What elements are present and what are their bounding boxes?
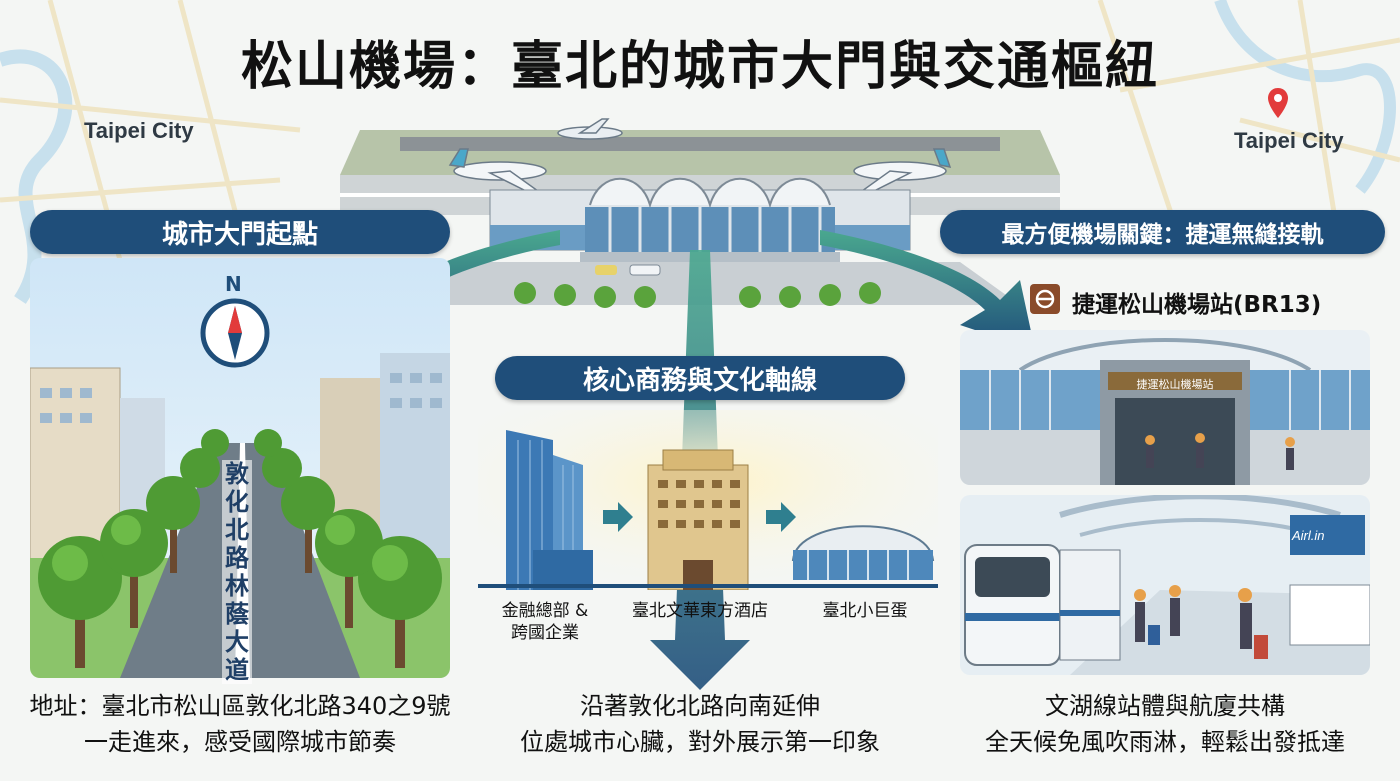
right-caption-line-1: 文湖線站體與航廈共構: [1045, 692, 1285, 720]
station-sign: 捷運松山機場站: [1136, 378, 1214, 391]
right-section-heading: 最方便機場關鍵：捷運無縫接軌: [940, 210, 1385, 254]
center-caption: 沿著敦化北路向南延伸 位處城市心臟，對外展示第一印象: [480, 688, 920, 760]
map-label-left: Taipei City: [84, 118, 194, 143]
station-name: 捷運松山機場站(BR13): [1072, 292, 1322, 318]
metro-logo-icon: [1030, 284, 1060, 314]
landmark-label-finance: 金融總部 & 跨國企業: [501, 601, 589, 643]
landmark-label-arena: 臺北小巨蛋: [822, 601, 908, 621]
left-section-heading: 城市大門起點: [30, 210, 450, 254]
arrow-right: [820, 230, 1035, 350]
airline-sign: Airl.in: [1292, 528, 1325, 543]
compass-north-label: N: [225, 272, 242, 296]
airplane-icon-2: [448, 148, 547, 194]
page-title: 松山機場：臺北的城市大門與交通樞紐: [240, 37, 1159, 97]
map-label-right: Taipei City: [1234, 128, 1344, 153]
metro-platform-illustration: [960, 495, 1370, 675]
center-section-heading: 核心商務與文化軸線: [495, 356, 905, 400]
right-caption: 文湖線站體與航廈共構 全天候免風吹雨淋，輕鬆出發抵達: [945, 688, 1385, 760]
right-caption-line-2: 全天候免風吹雨淋，輕鬆出發抵達: [985, 728, 1345, 756]
airplane-icon-3: [853, 148, 952, 194]
left-caption-line-2: 一走進來，感受國際城市節奏: [84, 728, 396, 756]
airplane-icon-1: [557, 118, 623, 140]
center-caption-line-1: 沿著敦化北路向南延伸: [580, 692, 820, 720]
landmark-label-hotel: 臺北文華東方酒店: [632, 601, 768, 621]
center-caption-line-2: 位處城市心臟，對外展示第一印象: [520, 728, 880, 756]
station-entrance-illustration: [960, 330, 1370, 485]
road-label: 敦化北路林蔭大道: [222, 460, 252, 684]
left-caption: 地址：臺北市松山區敦化北路340之9號 一走進來，感受國際城市節奏: [20, 688, 460, 760]
left-caption-line-1: 地址：臺北市松山區敦化北路340之9號: [29, 692, 451, 720]
map-pin-icon: [1268, 88, 1288, 118]
airport-terminal-illustration: [340, 118, 1060, 308]
center-landmarks-illustration: [478, 410, 938, 590]
